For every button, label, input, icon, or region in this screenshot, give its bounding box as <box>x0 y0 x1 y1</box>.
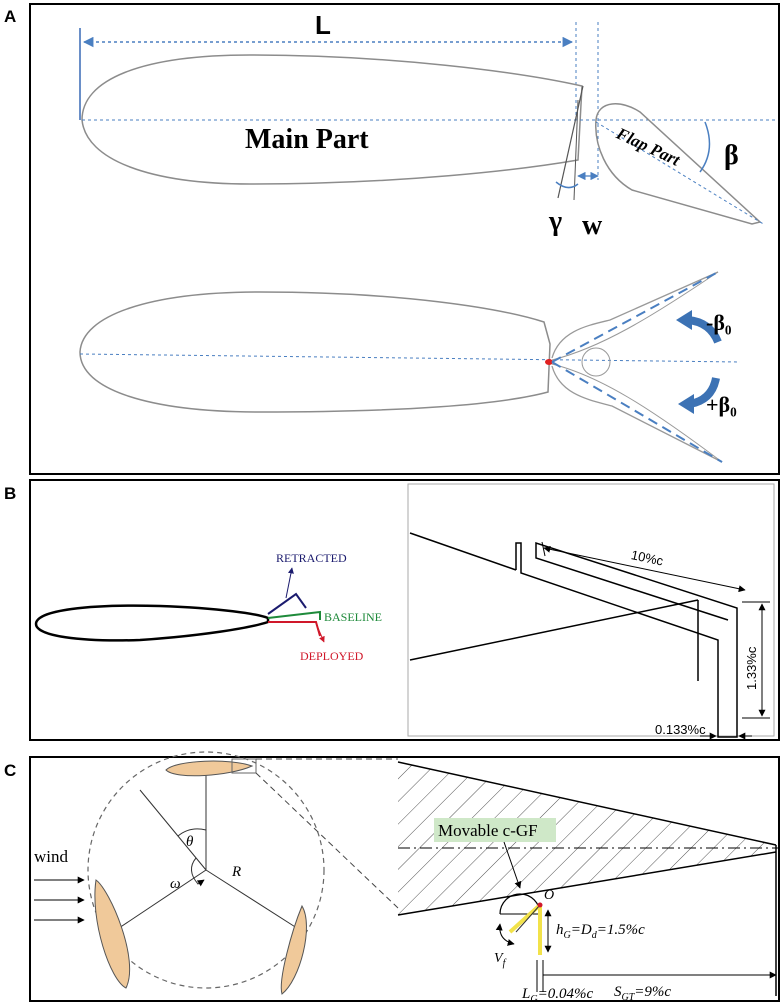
panel-b-label: B <box>4 484 16 503</box>
theta-arc <box>177 828 207 837</box>
flap-nose-circle <box>581 347 611 377</box>
dim-0133c-label: 0.133%c <box>655 722 706 737</box>
panel-c-frame <box>29 756 780 1002</box>
baseline-label: BASELINE <box>324 610 382 624</box>
gurney-flap-tilted <box>508 903 542 934</box>
radius-symbol: R <box>231 864 241 880</box>
flap-down-outline-inner <box>551 363 723 463</box>
plus-beta0-symbol: +β₀ <box>706 392 737 417</box>
deployed-pointer <box>317 627 325 643</box>
movable-label: Movable c-GF <box>438 821 538 840</box>
flap-part-label: Flap Part <box>613 123 684 170</box>
lower-main-outline <box>79 291 551 413</box>
beta-symbol: β <box>724 140 739 171</box>
gamma-symbol: γ <box>548 206 562 237</box>
gurney-flap-profile <box>515 541 738 738</box>
gamma-arc <box>555 181 579 189</box>
panel-b-frame <box>29 479 780 741</box>
dim-133c-label: 1.33%c <box>744 646 759 690</box>
panel-b: B RETRACTED BASELINE DEPLOYED 10%c 1.33%… <box>4 479 780 741</box>
omega-symbol: ω <box>170 876 181 892</box>
baseline-flap <box>267 610 321 620</box>
panel-a-label: A <box>4 7 16 26</box>
flap-part-outline <box>595 103 762 225</box>
beta-arc <box>699 121 711 173</box>
length-symbol: L <box>315 10 331 40</box>
panel-a: A L Main Part γ w Flap Part β <box>4 3 780 475</box>
vf-symbol: Vf <box>494 951 507 969</box>
origin-symbol: O <box>544 888 554 903</box>
gurney-flap-edge <box>515 904 541 933</box>
rotor-theta-line <box>139 789 207 871</box>
sgt-label: SGT=9%c <box>614 984 671 1003</box>
vf-arrow <box>495 923 515 946</box>
upper-surface-c <box>397 761 777 846</box>
retracted-label: RETRACTED <box>276 551 347 565</box>
rotate-up-arrow-head <box>676 310 692 330</box>
omega-arrow <box>191 857 205 887</box>
main-part-label: Main Part <box>245 124 369 155</box>
movable-pointer <box>503 841 522 889</box>
rotor-path-circle <box>87 751 325 989</box>
panel-c: C θ ω R wind Movable c-GF <box>4 751 780 1005</box>
lower-chord-line <box>79 353 741 363</box>
theta-symbol: θ <box>186 834 194 850</box>
hinge-point <box>545 359 553 365</box>
blade-right <box>280 904 307 995</box>
flap-up-outline-inner <box>551 271 719 361</box>
gap-line-1 <box>557 85 584 199</box>
rotor-arm-left <box>115 869 207 931</box>
main-part-outline <box>81 54 583 185</box>
hg-label: hG=Dd=1.5%c <box>556 922 645 941</box>
lower-surface-c <box>397 851 777 916</box>
airfoil-b-outline <box>34 604 270 642</box>
rotor-arm-right <box>205 869 301 931</box>
minus-beta0-symbol: -β₀ <box>706 310 732 335</box>
gap-line-2 <box>573 99 579 201</box>
zoom-box <box>231 758 257 774</box>
panel-a-frame <box>29 3 780 475</box>
lg-label: LG=0.04%c <box>521 986 593 1005</box>
dim-10c-label: 10%c <box>630 547 665 569</box>
upper-surface-b <box>409 532 517 571</box>
flap-down-chord <box>551 361 723 463</box>
zoom-guide-bottom <box>255 772 399 909</box>
pivot-point <box>537 902 543 908</box>
deployed-flap <box>268 621 321 637</box>
blade-top <box>165 760 254 777</box>
movable-label-bg <box>434 818 556 842</box>
deployed-label: DEPLOYED <box>300 649 364 663</box>
zoom-frame <box>407 483 775 737</box>
dim-10c-arrow <box>543 545 746 593</box>
flap-up-outline <box>551 271 719 359</box>
lower-surface-b <box>409 599 699 661</box>
retracted-pointer <box>285 567 294 599</box>
w-symbol: w <box>582 210 603 241</box>
blade-left <box>94 879 131 989</box>
retracted-flap <box>267 592 307 615</box>
rotate-down-arrow-head <box>678 394 694 414</box>
flap-down-outline <box>551 365 723 463</box>
flap-chord-line <box>595 121 766 226</box>
hatched-section <box>398 762 776 915</box>
panel-c-label: C <box>4 761 16 780</box>
wind-label: wind <box>34 847 69 866</box>
dim-10c-tick-left <box>541 541 546 557</box>
